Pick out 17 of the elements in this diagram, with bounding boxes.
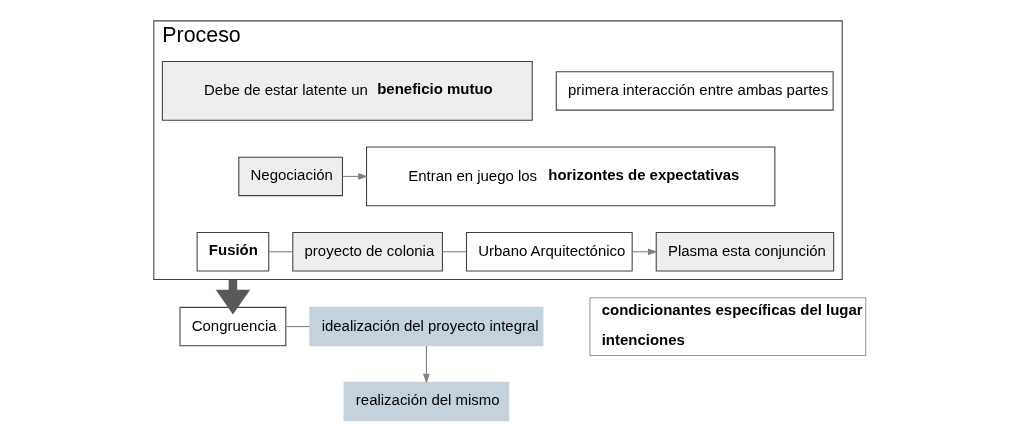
node-box: idealización del proyecto integral bbox=[309, 306, 544, 347]
arrow bbox=[631, 248, 658, 256]
node-box: primera interacción entre ambas partes bbox=[555, 71, 834, 111]
node-box: Plasma esta conjunción bbox=[655, 232, 835, 272]
connector bbox=[285, 326, 311, 328]
connector bbox=[268, 251, 294, 253]
node-box: Congruencia bbox=[179, 306, 287, 347]
node-box: Fusión bbox=[196, 232, 270, 272]
node-box: proyecto de colonia bbox=[292, 232, 443, 272]
node-box: Negociación bbox=[238, 156, 344, 197]
node-box: Urbano Arquitectónico bbox=[465, 232, 633, 272]
node-box: Entran en juego los horizontes de expectativas bbox=[366, 146, 776, 207]
connector bbox=[441, 251, 467, 253]
node-box: condicionantes específicas del lugar intenciones bbox=[589, 297, 867, 356]
arrow bbox=[423, 345, 430, 384]
node-box: realización del mismo bbox=[343, 381, 510, 422]
node-box: Debe de estar latente un beneficio mutuo bbox=[161, 60, 533, 121]
